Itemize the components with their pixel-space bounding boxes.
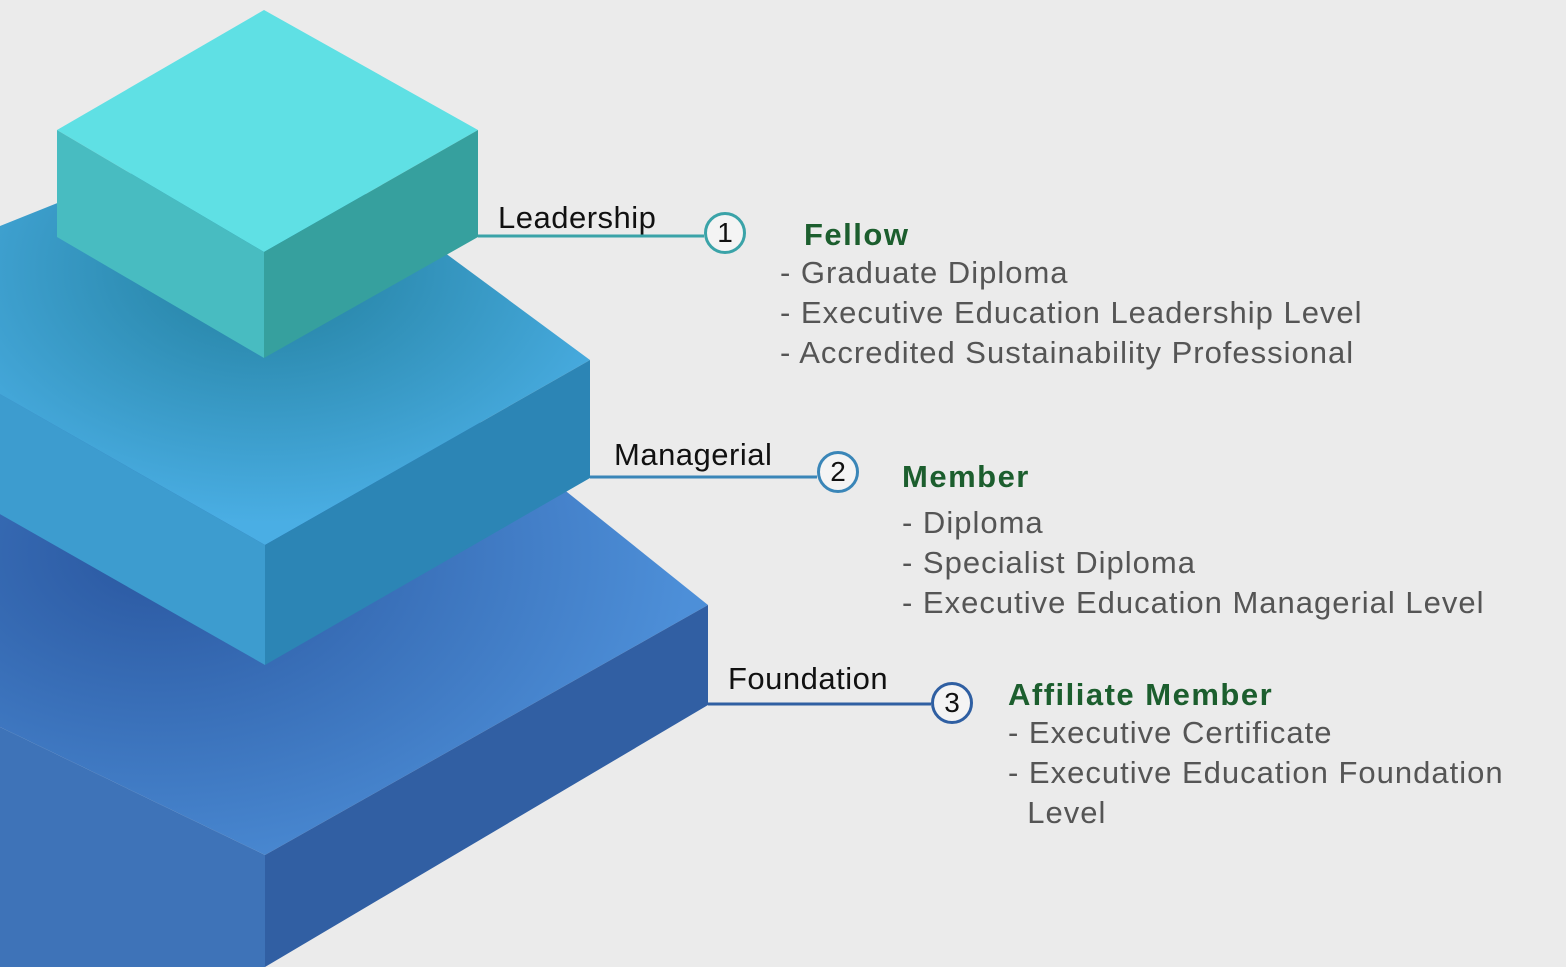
list-item: - Accredited Sustainability Professional [780,335,1355,370]
list-item: Level [1008,795,1107,830]
foundation-left-face [0,726,265,967]
level-label-leadership: Leadership [498,200,657,235]
leadership-top-face [57,10,478,252]
tier-details-affiliate-member: Affiliate Member - Executive Certificate… [1008,677,1504,833]
tier-items-member: - Diploma - Specialist Diploma - Executi… [902,503,1485,623]
tier-number-badge-1: 1 [704,212,746,254]
managerial-right-face [265,360,590,665]
list-item: - Executive Education Leadership Level [780,295,1363,330]
list-item: - Diploma [902,505,1044,540]
list-item: - Executive Education Foundation [1008,755,1504,790]
tier-details-member: Member - Diploma - Specialist Diploma - … [902,459,1485,623]
leadership-left-face [57,130,264,358]
list-item: - Executive Education Managerial Level [902,585,1485,620]
leadership-block [57,10,478,358]
tier-title-member: Member [902,459,1030,494]
tier-title-fellow: Fellow [804,217,910,252]
level-label-managerial: Managerial [614,437,773,472]
tier-details-fellow: Fellow - Graduate Diploma - Executive Ed… [780,217,1363,373]
tier-items-affiliate-member: - Executive Certificate - Executive Educ… [1008,713,1504,833]
tier-title-affiliate-member: Affiliate Member [1008,677,1274,712]
tier-number-badge-3: 3 [931,682,973,724]
list-item: - Specialist Diploma [902,545,1196,580]
leadership-right-face [264,130,478,358]
foundation-right-face [265,605,708,967]
managerial-left-face [0,394,265,665]
list-item: - Graduate Diploma [780,255,1069,290]
tier-items-fellow: - Graduate Diploma - Executive Education… [780,253,1363,373]
level-label-foundation: Foundation [728,661,889,696]
list-item: - Executive Certificate [1008,715,1333,750]
tier-number-badge-2: 2 [817,451,859,493]
